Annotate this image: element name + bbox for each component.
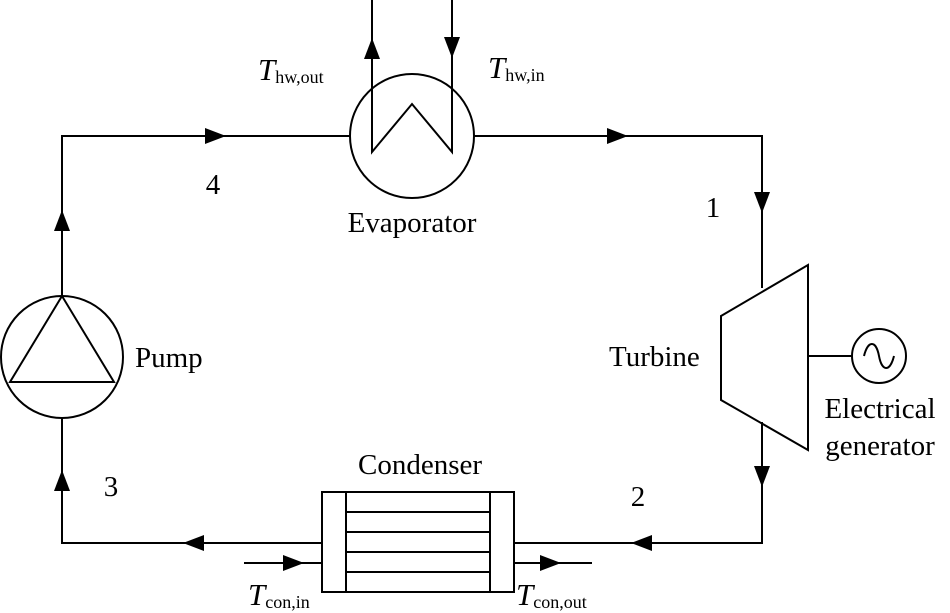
cycle-piping (61, 135, 763, 544)
state-point-4: 4 (206, 169, 221, 201)
evaporator (349, 0, 475, 199)
generator-label-line2: generator (825, 430, 935, 462)
turbine-label: Turbine (609, 341, 700, 373)
temp-hot-water-in: Thw,in (488, 50, 545, 85)
arrow-up-state4 (54, 210, 70, 231)
state-point-3: 3 (104, 471, 119, 503)
temp-condenser-in: Tcon,in (248, 577, 310, 612)
turbine (720, 263, 852, 452)
arrow-up-state3 (54, 470, 70, 491)
pipe-condenser-to-pump (61, 418, 322, 544)
turbine-body (720, 263, 809, 452)
arrow-left-state2 (631, 535, 652, 551)
arrow-down-state2 (754, 466, 770, 487)
pump-casing (0, 295, 124, 419)
electrical-generator (851, 328, 907, 384)
condenser-label: Condenser (358, 449, 482, 481)
evaporator-hot-water-coil (371, 0, 453, 155)
arrow-hot-water-out (364, 38, 380, 59)
pump-label: Pump (135, 342, 203, 374)
generator-symbol (851, 328, 907, 384)
pump-triangle-symbol (8, 294, 116, 383)
condenser-shell (321, 491, 515, 593)
arrow-cooling-water-in (283, 555, 304, 571)
arrow-cooling-water-out (540, 555, 561, 571)
arrow-left-state3 (183, 535, 204, 551)
pump (0, 294, 124, 419)
condenser (244, 491, 592, 593)
temp-hot-water-out: Thw,out (258, 52, 324, 87)
arrow-hot-water-in (444, 37, 460, 58)
state-point-1: 1 (706, 192, 721, 224)
generator-label-line1: Electrical (824, 393, 935, 425)
ac-sine-icon (863, 343, 895, 369)
evaporator-shell (349, 73, 475, 199)
pipe-turbine-to-condenser (514, 422, 763, 544)
arrow-right-state1 (607, 128, 628, 144)
pipe-pump-to-state4 (61, 135, 350, 296)
arrow-down-state1 (754, 192, 770, 213)
flow-arrows (54, 128, 770, 551)
temp-condenser-out: Tcon,out (516, 577, 587, 612)
state-point-2: 2 (631, 481, 646, 513)
pipe-evaporator-to-turbine (474, 135, 763, 288)
evaporator-label: Evaporator (348, 207, 477, 239)
arrow-right-state4 (205, 128, 226, 144)
